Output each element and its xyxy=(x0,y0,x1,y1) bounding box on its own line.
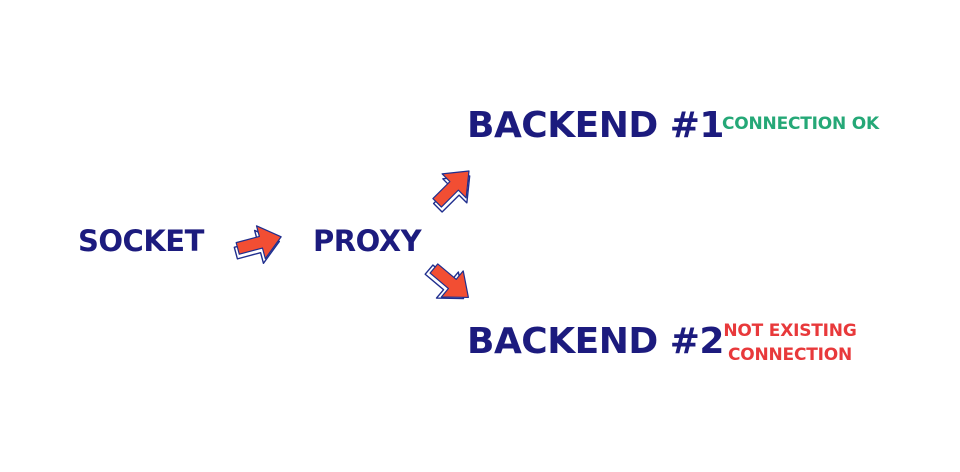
node-backend-1: BACKEND #1 xyxy=(467,105,724,146)
node-proxy: PROXY xyxy=(313,224,422,258)
arrow-down-right-icon xyxy=(420,252,480,312)
status-backend-1: CONNECTION OK xyxy=(722,114,880,134)
node-socket: SOCKET xyxy=(78,224,204,258)
status-backend-2: NOT EXISTING CONNECTION xyxy=(722,319,858,367)
arrow-right-icon xyxy=(228,213,288,273)
status-backend-2-line-1: NOT EXISTING xyxy=(723,321,857,341)
node-backend-2: BACKEND #2 xyxy=(467,321,724,362)
status-backend-2-line-2: CONNECTION xyxy=(727,345,853,365)
arrow-up-right-icon xyxy=(422,158,482,218)
